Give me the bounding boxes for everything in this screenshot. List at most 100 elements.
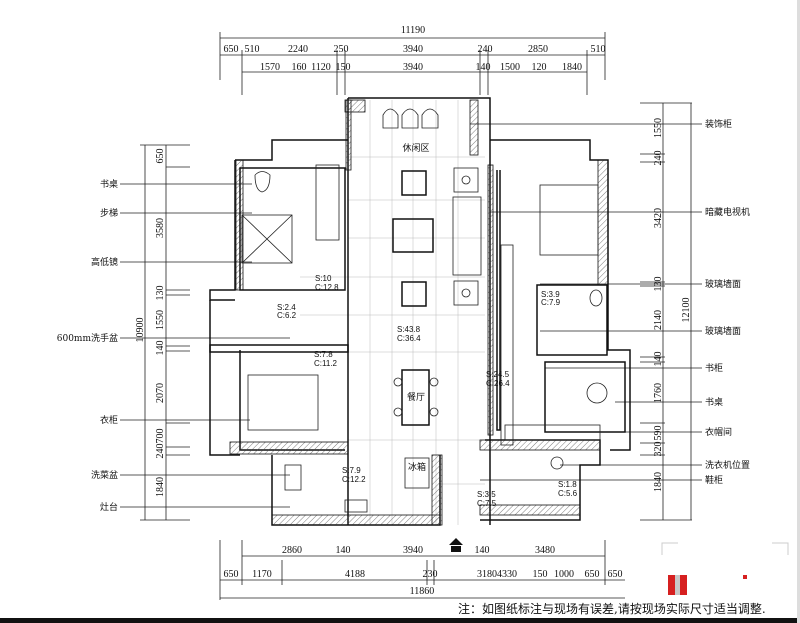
label-hidden-tv: 暗藏电视机 — [705, 206, 750, 218]
dim: 1170 — [252, 569, 272, 580]
washer-icon — [550, 456, 564, 470]
label-desk: 书桌 — [705, 396, 723, 408]
dim: 320 — [653, 442, 664, 457]
dim: 250 — [334, 44, 349, 55]
label-washer: 洗衣机位置 — [705, 459, 750, 471]
bottom-dimensions: 2860 140 3940 140 3480 650 1170 4188 230… — [219, 538, 625, 600]
dim-left-total: 10900 — [135, 318, 146, 343]
floor-tiles — [300, 100, 485, 525]
label-washbasin: 600mm洗手盆 — [57, 332, 118, 344]
coffee-table-icon — [392, 218, 434, 253]
dim: 1570 — [260, 62, 280, 73]
dim: 3940 — [403, 545, 423, 556]
disclaimer-note: 注：如图纸标注与现场有误差,请按现场实际尺寸适当调整. — [458, 602, 766, 616]
dim: 510 — [245, 44, 260, 55]
dim-top-total: 11190 — [401, 25, 425, 36]
cloakroom-rack-icon — [504, 424, 601, 441]
label-glass-wall: 玻璃墙面 — [705, 325, 741, 337]
fridge-icon — [404, 457, 430, 489]
dim: 1120 — [311, 62, 331, 73]
fridge-label: 冰箱 — [408, 461, 426, 473]
dim: 140 — [336, 545, 351, 556]
dim: 140 — [475, 545, 490, 556]
area-c: C:12.8 — [315, 283, 339, 292]
right-dimensions: 1550 240 3420 130 2140 140 1760 590 320 … — [640, 102, 692, 521]
right-border — [797, 0, 800, 623]
furniture — [241, 108, 608, 513]
label-bookcase: 书柜 — [705, 362, 723, 374]
dim: 140 — [155, 341, 166, 356]
area-c: C:36.4 — [397, 334, 421, 343]
side-table-icon — [453, 167, 479, 193]
dim: 2140 — [653, 310, 664, 330]
area-s: S:7.8 — [314, 350, 333, 359]
label-mirror: 高低镜 — [91, 256, 118, 268]
dim: 2240 — [288, 44, 308, 55]
dim: 31804330 — [477, 569, 517, 580]
bed-icon — [247, 374, 319, 431]
dim: 590 — [653, 426, 664, 441]
dim: 510 — [591, 44, 606, 55]
area-s: S:3.9 — [541, 290, 560, 299]
area-s: S:2.4 — [277, 303, 296, 312]
dim: 3580 — [155, 218, 166, 238]
sink-icon — [284, 464, 302, 491]
label-cloakroom: 衣帽间 — [705, 426, 732, 438]
right-leaders: 装饰柜 暗藏电视机 玻璃墙面 玻璃墙面 书柜 书桌 衣帽间 洗衣机位置 鞋柜 — [470, 118, 750, 486]
tv-cabinet-icon — [315, 164, 340, 241]
area-s: S:7.9 — [342, 466, 361, 475]
area-s: S:43.8 — [397, 325, 421, 334]
dim: 240 — [155, 444, 166, 459]
left-leaders: 书桌 步梯 高低镜 600mm洗手盆 衣柜 洗菜盆 灶台 — [57, 178, 290, 513]
dim-bottom-total: 11860 — [410, 586, 435, 597]
dim: 650 — [224, 44, 239, 55]
toilet-icon — [254, 171, 271, 193]
dim: 650 — [155, 149, 166, 164]
dim: 1840 — [562, 62, 582, 73]
stairs-icon — [241, 214, 293, 264]
label-shoe-cabinet: 鞋柜 — [705, 474, 723, 486]
area-c: C:6.2 — [277, 311, 297, 320]
area-c: C:7.5 — [477, 499, 497, 508]
logo — [661, 542, 789, 595]
dim: 230 — [423, 569, 438, 580]
dim: 1550 — [653, 118, 664, 138]
dim: 120 — [532, 62, 547, 73]
room-leisure: 休闲区 — [402, 142, 429, 154]
bed-icon — [539, 184, 599, 256]
entrance-arrow-icon — [449, 538, 463, 552]
area-c: C:12.2 — [342, 475, 366, 484]
area-c: C:26.4 — [486, 379, 510, 388]
label-stairs: 步梯 — [100, 207, 118, 219]
area-s: S:24.5 — [486, 370, 510, 379]
dim: 2850 — [528, 44, 548, 55]
dim: 240 — [653, 151, 664, 166]
area-c: C:11.2 — [314, 359, 338, 368]
area-labels: S:10 C:12.8 S:2.4 C:6.2 S:7.8 C:11.2 S:4… — [277, 274, 578, 508]
dim: 3940 — [403, 62, 423, 73]
label-sink: 洗菜盆 — [91, 469, 118, 481]
dim: 650 — [224, 569, 239, 580]
leisure-chairs-icon — [382, 108, 439, 129]
cooktop-icon — [344, 499, 368, 513]
dim: 1760 — [653, 383, 664, 403]
bottom-border — [0, 618, 800, 623]
area-c: C:7.9 — [541, 298, 561, 307]
label-wardrobe: 衣柜 — [100, 414, 118, 426]
armchair-icon — [401, 170, 427, 196]
walls — [209, 97, 631, 526]
sofa-icon — [452, 196, 482, 276]
armchair-icon — [401, 281, 427, 307]
dim: 2860 — [282, 545, 302, 556]
dim: 140 — [653, 352, 664, 367]
dim: 240 — [478, 44, 493, 55]
dim: 3420 — [653, 208, 664, 228]
dim: 1550 — [155, 310, 166, 330]
dim: 3940 — [403, 44, 423, 55]
label-stove: 灶台 — [100, 501, 118, 513]
dining-table-icon — [401, 369, 430, 426]
dim: 1840 — [155, 477, 166, 497]
area-s: S:1.8 — [558, 480, 577, 489]
dim: 150 — [533, 569, 548, 580]
